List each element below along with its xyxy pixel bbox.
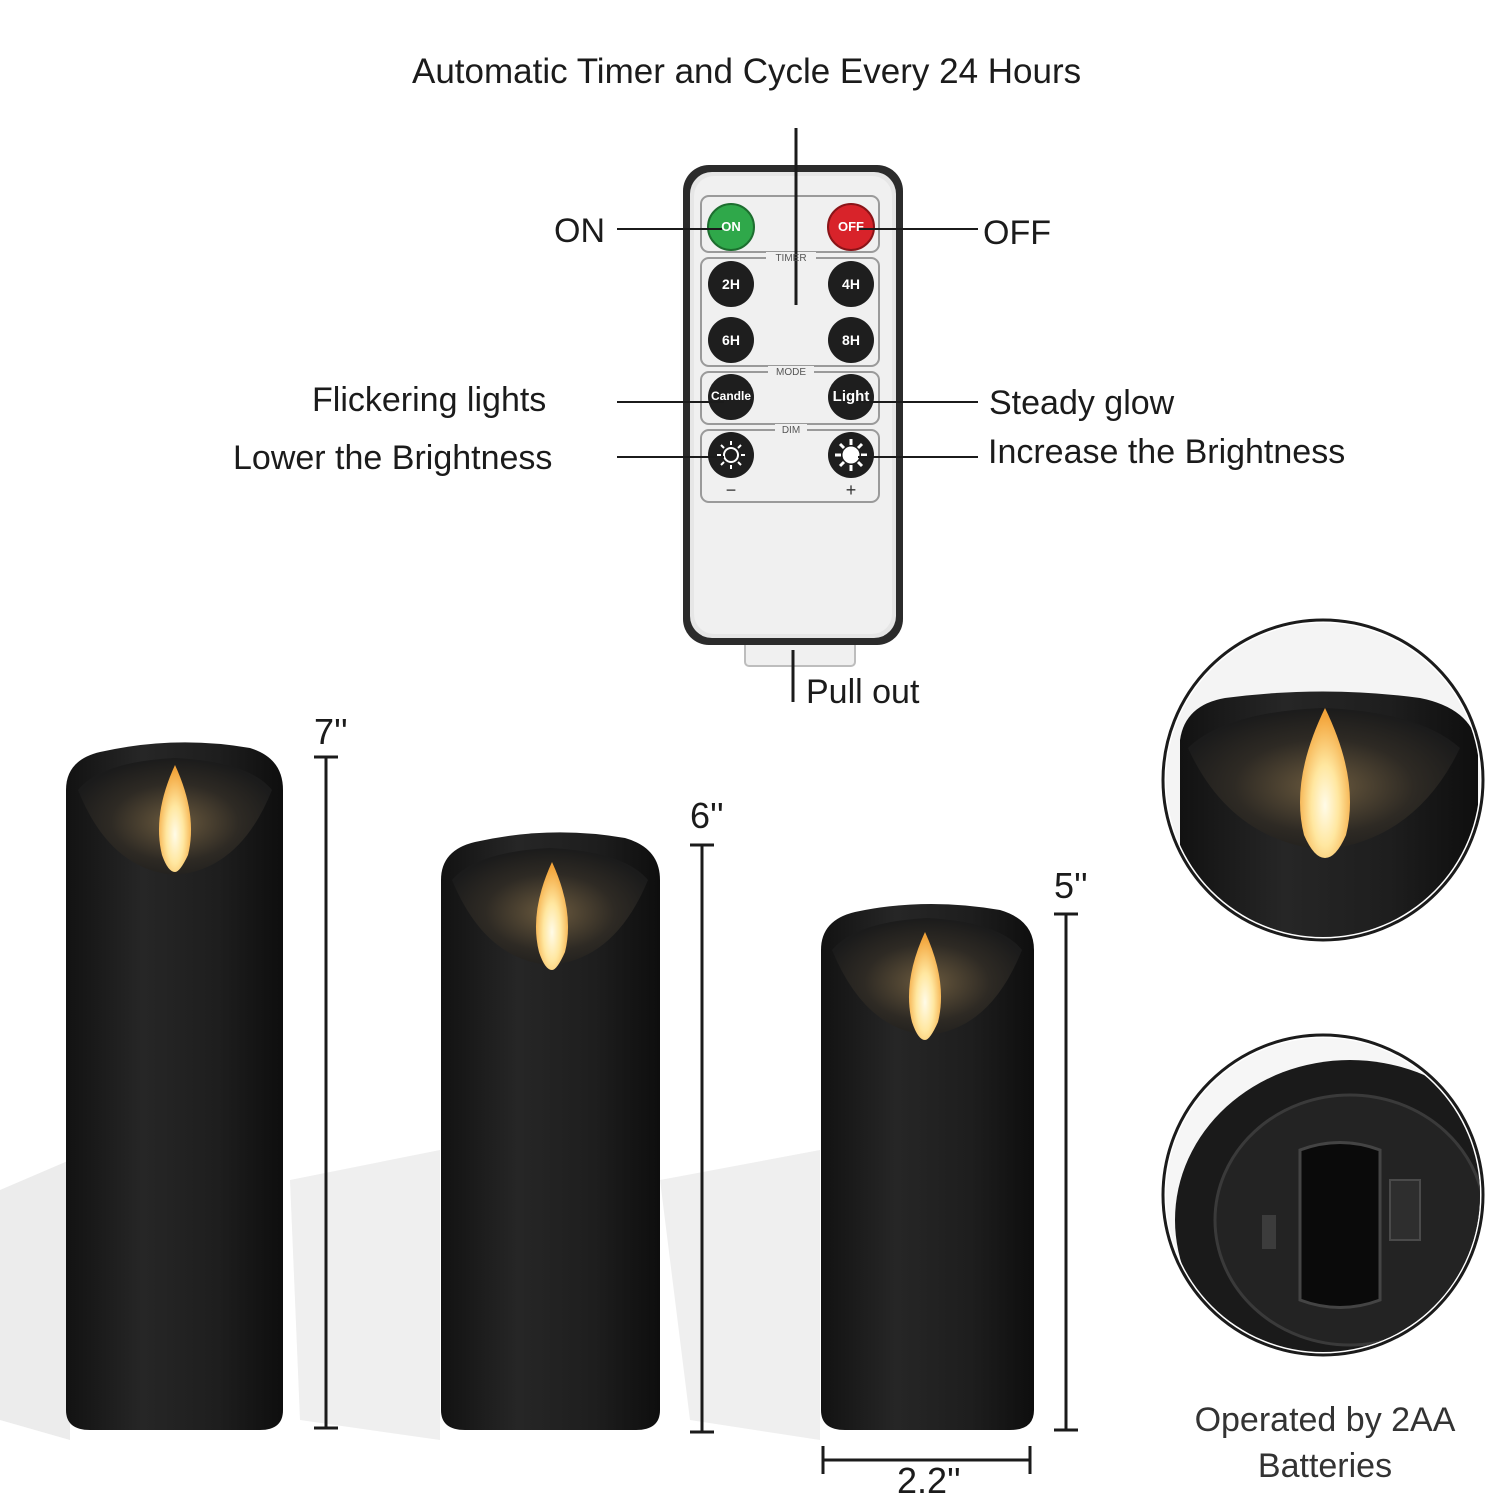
candle-mode-button xyxy=(708,374,754,420)
brightness-low-icon xyxy=(717,441,745,469)
dim-section-label: DIM xyxy=(781,425,801,436)
brightness-high-icon xyxy=(835,439,867,471)
timer-8h-button xyxy=(828,317,874,363)
mode-section-label: MODE xyxy=(776,367,806,378)
lower-brightness-label: Lower the Brightness xyxy=(233,439,553,477)
light-mode-label: Light xyxy=(832,388,870,405)
battery-compartment-detail xyxy=(1161,1033,1485,1357)
light-mode-button xyxy=(828,374,874,420)
on-button xyxy=(707,203,755,251)
on-button-label: ON xyxy=(721,219,741,234)
off-button xyxy=(827,203,875,251)
timer-2h-button xyxy=(708,261,754,307)
candle-5in xyxy=(821,903,1034,1430)
height-6-label: 6'' xyxy=(690,795,724,836)
height-5-label: 5'' xyxy=(1054,865,1088,906)
height-7-label: 7'' xyxy=(314,711,348,752)
candle-7in xyxy=(66,742,283,1430)
width-label: 2.2'' xyxy=(897,1460,961,1501)
steady-callout-label: Steady glow xyxy=(989,384,1175,422)
candle-6in xyxy=(441,832,660,1430)
candle-top-detail xyxy=(1161,618,1485,942)
timer-8h-label: 8H xyxy=(842,332,860,348)
battery-line-2: Batteries xyxy=(1257,1447,1393,1485)
timer-2h-label: 2H xyxy=(722,276,740,292)
dim-minus-button xyxy=(708,432,754,478)
dim-minus-label: − xyxy=(725,480,737,500)
timer-6h-button xyxy=(708,317,754,363)
increase-brightness-label: Increase the Brightness xyxy=(988,433,1346,471)
header-title: Automatic Timer and Cycle Every 24 Hours xyxy=(412,52,1082,91)
timer-4h-label: 4H xyxy=(842,276,860,292)
timer-4h-button xyxy=(828,261,874,307)
off-button-label: OFF xyxy=(838,219,864,234)
timer-6h-label: 6H xyxy=(722,332,740,348)
battery-line-1: Operated by 2AA xyxy=(1194,1401,1456,1439)
dim-plus-label: + xyxy=(845,480,857,500)
candle-mode-label: Candle xyxy=(710,389,751,403)
off-callout-label: OFF xyxy=(983,214,1051,252)
timer-section-label: TIMER xyxy=(775,253,807,264)
on-callout-label: ON xyxy=(554,212,605,250)
flicker-callout-label: Flickering lights xyxy=(312,381,547,419)
pull-out-label: Pull out xyxy=(806,673,920,711)
